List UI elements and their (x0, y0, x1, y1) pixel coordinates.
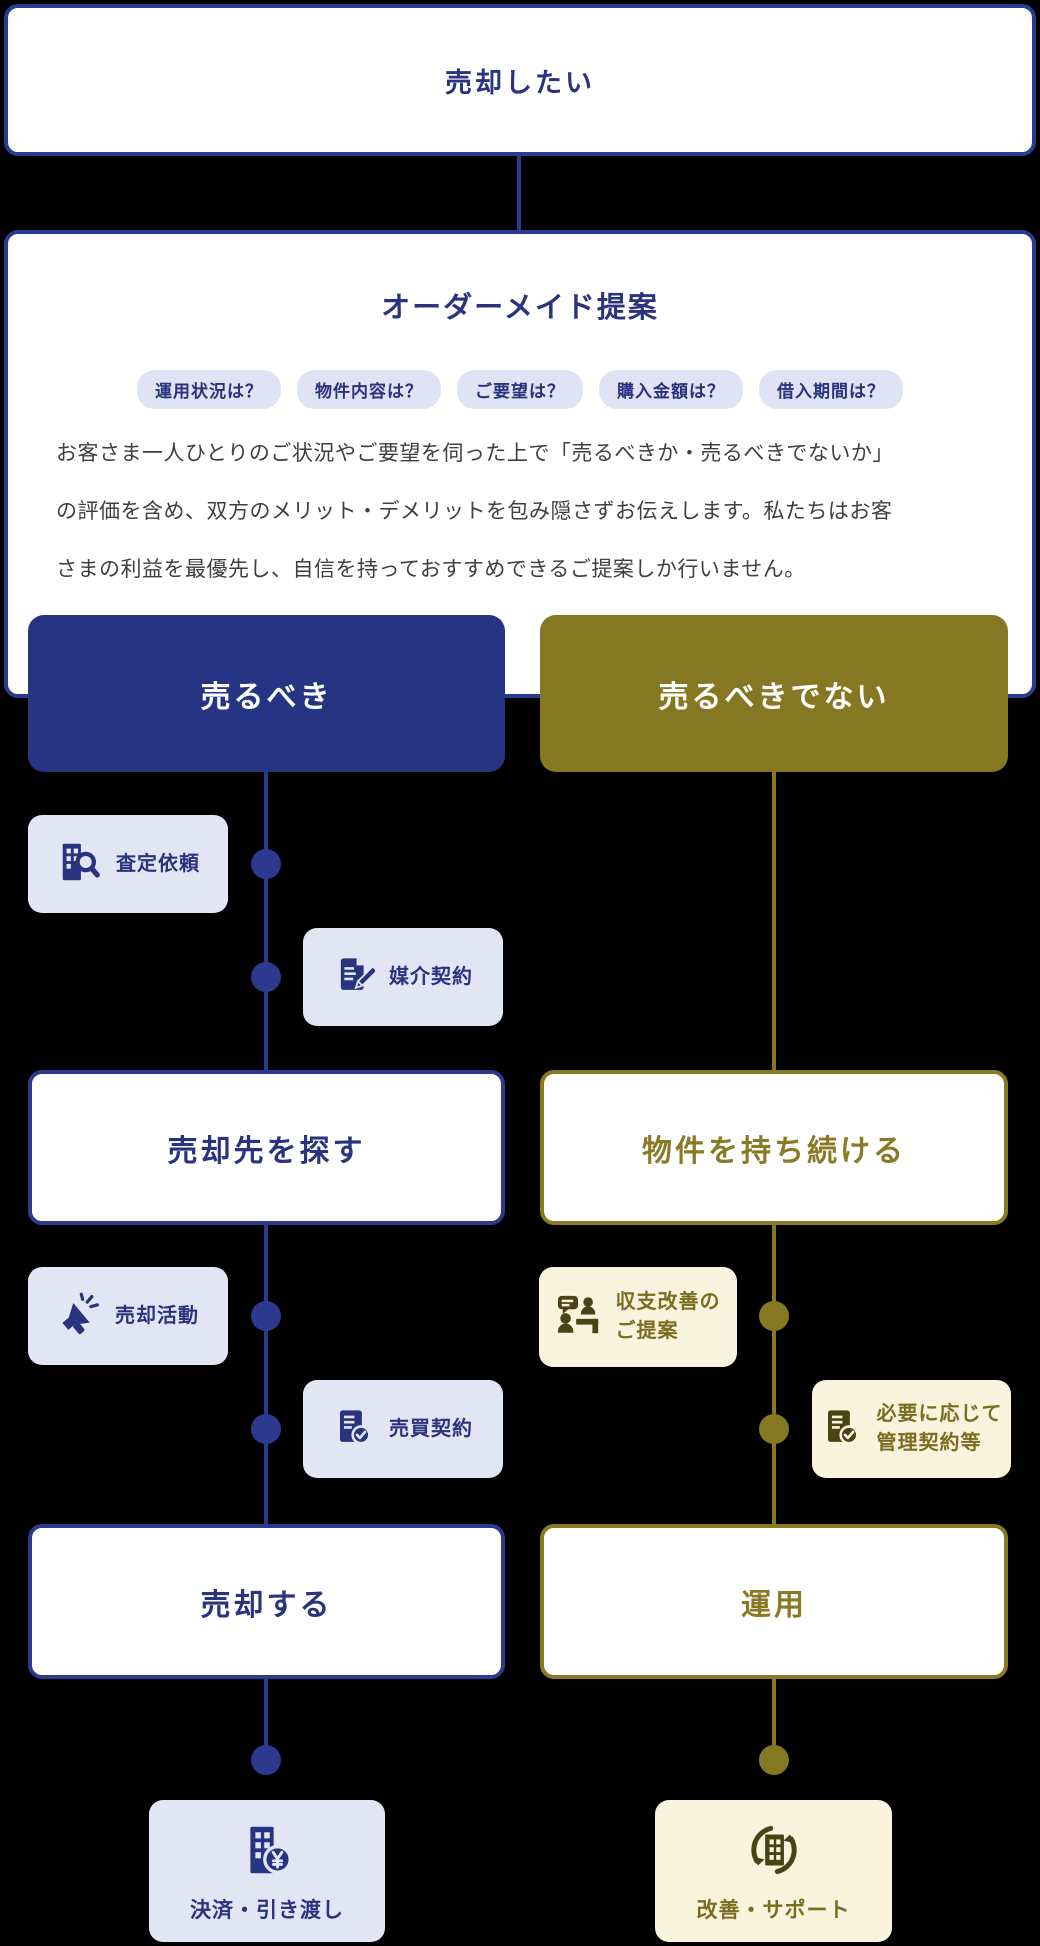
question-pill-property: 物件内容は？ (297, 370, 441, 409)
stage-box-keep-property: 物件を持ち続ける (540, 1070, 1008, 1225)
step-label: 売却活動 (115, 1304, 199, 1327)
stage-label: 物件を持ち続ける (642, 1134, 906, 1168)
step-chip-assessment: 査定依頼 (28, 815, 228, 913)
timeline-node (759, 1745, 789, 1775)
stage-label: 売却先を探す (167, 1134, 366, 1168)
step-label: 媒介契約 (389, 965, 473, 988)
timeline-node (759, 1414, 789, 1444)
document-check-icon (821, 1406, 863, 1453)
timeline-node (251, 1745, 281, 1775)
document-pencil-icon (333, 954, 378, 1001)
connector-line (772, 1225, 776, 1524)
start-box: 売却したい (4, 4, 1036, 156)
connector-line (264, 1225, 268, 1524)
step-chip-sale-contract: 売買契約 (303, 1380, 503, 1478)
timeline-node (759, 1301, 789, 1331)
final-label: 決済・引き渡し (190, 1898, 344, 1922)
step-label: 収支改善の ご提案 (615, 1291, 721, 1342)
final-chip-improvement-support: 改善・サポート (655, 1800, 892, 1942)
building-yen-icon (236, 1819, 298, 1886)
stage-box-find-buyer: 売却先を探す (28, 1070, 505, 1225)
branch-header-keep-label: 売るべきでない (658, 680, 890, 714)
megaphone-icon (57, 1292, 101, 1341)
step-chip-management-contract: 必要に応じて 管理契約等 (812, 1380, 1011, 1478)
connector-line (264, 772, 268, 1070)
final-chip-settlement: 決済・引き渡し (149, 1800, 385, 1942)
building-refresh-icon (743, 1819, 805, 1886)
proposal-title: オーダーメイド提案 (381, 292, 659, 324)
branch-header-sell: 売るべき (28, 615, 505, 772)
question-pill-loan: 借入期間は？ (759, 370, 903, 409)
step-label: 査定依頼 (116, 852, 200, 875)
step-chip-sales-activity: 売却活動 (28, 1267, 228, 1365)
connector-line (772, 1679, 776, 1760)
document-check-icon (333, 1406, 375, 1453)
step-chip-income-improvement: 収支改善の ご提案 (539, 1267, 737, 1367)
question-pill-row: 運用状況は？ 物件内容は？ ご要望は？ 購入金額は？ 借入期間は？ (8, 370, 1032, 409)
timeline-node (251, 1301, 281, 1331)
branch-header-sell-label: 売るべき (200, 680, 333, 714)
connector-line (264, 1679, 268, 1760)
timeline-node (251, 962, 281, 992)
stage-box-sell: 売却する (28, 1524, 505, 1679)
stage-box-operate: 運用 (540, 1524, 1008, 1679)
timeline-node (251, 849, 281, 879)
final-label: 改善・サポート (696, 1898, 851, 1922)
branch-header-keep: 売るべきでない (540, 615, 1008, 772)
building-search-icon (56, 839, 102, 890)
proposal-description: お客さま一人ひとりのご状況やご要望を伺った上で「売るべきか・売るべきでないか」 … (56, 442, 894, 581)
start-label: 売却したい (445, 67, 595, 98)
step-label: 必要に応じて 管理契約等 (876, 1403, 1003, 1454)
stage-label: 運用 (741, 1588, 807, 1622)
question-pill-operation: 運用状況は？ (137, 370, 281, 409)
question-pill-request: ご要望は？ (457, 370, 583, 409)
step-chip-brokerage: 媒介契約 (303, 928, 503, 1026)
consultation-icon (556, 1292, 602, 1343)
question-pill-price: 購入金額は？ (599, 370, 743, 409)
stage-label: 売却する (200, 1588, 333, 1622)
connector-line (517, 156, 521, 232)
timeline-node (251, 1414, 281, 1444)
step-label: 売買契約 (389, 1417, 473, 1440)
connector-line (772, 772, 776, 1070)
